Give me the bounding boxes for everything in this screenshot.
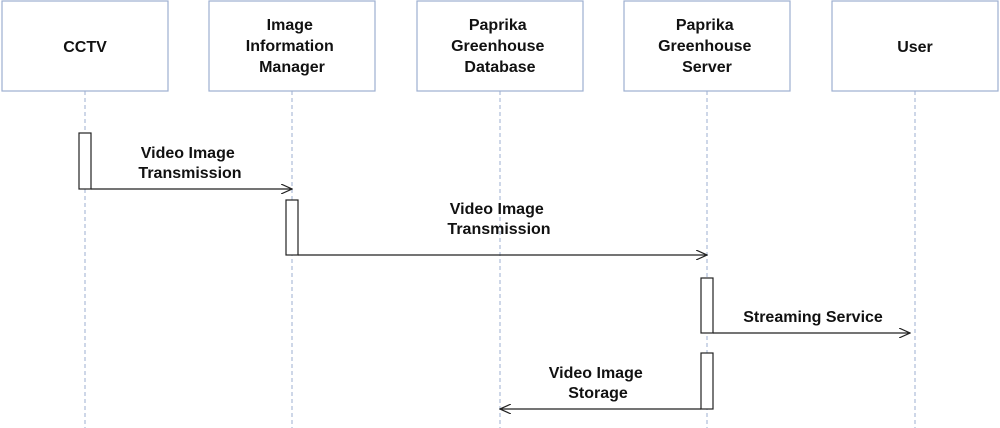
actor-label: CCTV: [63, 39, 107, 56]
message-label: Video Image Storage: [549, 365, 647, 402]
message-label-line: Video Image: [141, 145, 235, 162]
actor-box: [623, 0, 791, 92]
message-label-line: Video Image: [549, 365, 643, 382]
actor-label-line: Paprika: [676, 17, 734, 34]
message-label: Streaming Service: [743, 309, 883, 326]
actor-cctv: CCTV: [1, 0, 169, 92]
lifelines: [84, 91, 916, 428]
actor-paprika-greenhouse-database: Paprika Greenhouse Database: [416, 0, 584, 92]
actor-label-line: Manager: [259, 59, 325, 76]
actor-box: [831, 0, 999, 92]
actor-label-line: Paprika: [469, 17, 527, 34]
actor-label-line: Server: [682, 59, 732, 76]
actor-box: [416, 0, 584, 92]
actor-label: Image Information Manager: [246, 17, 338, 76]
message-label: Video Image Transmission: [138, 145, 241, 182]
actor-label-line: User: [897, 39, 933, 56]
actor-image-information-manager: Image Information Manager: [208, 0, 376, 92]
message-video-image-transmission-2: Video Image Transmission: [298, 201, 707, 255]
actor-user: User: [831, 0, 999, 92]
activation-bar-image-information-manager: [285, 199, 299, 256]
activation-bar-server-storage: [700, 352, 714, 410]
activation-bar-cctv: [78, 132, 92, 190]
message-label-line: Storage: [568, 385, 628, 402]
actor-label-line: CCTV: [63, 39, 107, 56]
actor-label: Paprika Greenhouse Server: [658, 17, 756, 76]
activations: [78, 132, 714, 410]
actor-label-line: Greenhouse: [658, 38, 751, 55]
actor-label-line: Greenhouse: [451, 38, 544, 55]
actor-paprika-greenhouse-server: Paprika Greenhouse Server: [623, 0, 791, 92]
actor-label: User: [897, 39, 933, 56]
actor-label-line: Information: [246, 38, 334, 55]
actor-box: [1, 0, 169, 92]
message-label-line: Streaming Service: [743, 309, 883, 326]
message-label: Video Image Transmission: [447, 201, 550, 238]
message-streaming-service: Streaming Service: [713, 309, 910, 333]
actor-box: [208, 0, 376, 92]
actor-label-line: Database: [464, 59, 535, 76]
actor-label: Paprika Greenhouse Database: [451, 17, 549, 76]
message-label-line: Transmission: [138, 165, 241, 182]
message-label-line: Transmission: [447, 221, 550, 238]
message-video-image-transmission-1: Video Image Transmission: [91, 145, 292, 189]
actor-label-line: Image: [267, 17, 313, 34]
activation-bar-server-streaming: [700, 277, 714, 334]
message-label-line: Video Image: [450, 201, 544, 218]
message-video-image-storage: Video Image Storage: [500, 365, 701, 409]
